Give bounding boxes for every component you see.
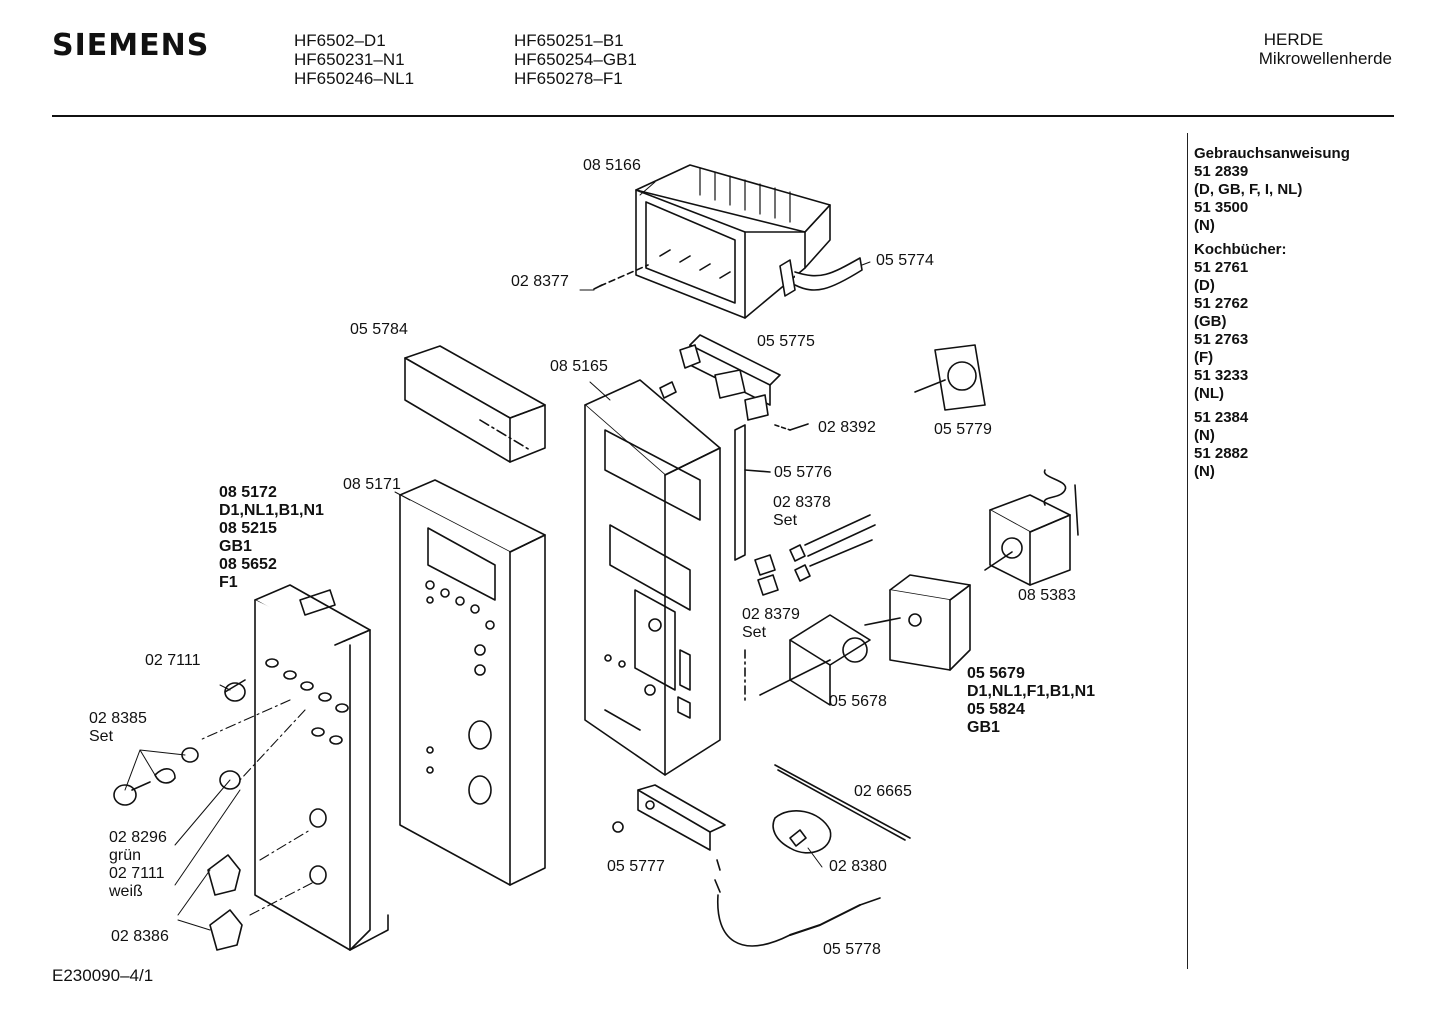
sidebar-line: (D): [1194, 277, 1215, 294]
sidebar-line: (F): [1194, 349, 1214, 366]
part-label: weiß: [109, 883, 143, 900]
part-label: GB1: [219, 538, 252, 555]
model-number: HF6502–D1: [294, 31, 386, 50]
model-number: HF650251–B1: [514, 31, 624, 50]
thermostat-part: [984, 469, 1079, 586]
part-label: F1: [219, 574, 238, 591]
part-label: Set: [742, 624, 767, 641]
sidebar-line: (N): [1194, 427, 1215, 444]
part-label: 08 5215: [219, 520, 277, 537]
model-number: HF650254–GB1: [514, 50, 637, 69]
part-label: 05 5784: [350, 321, 408, 338]
side-strip-part: [734, 424, 771, 561]
sidebar-line: (N): [1194, 463, 1215, 480]
header-divider: [52, 115, 1394, 117]
part-label: 08 5172: [219, 484, 277, 501]
part-label: 02 8380: [829, 858, 887, 875]
bottom-parts: [612, 764, 911, 947]
part-label-group: 02 8378 Set: [773, 494, 831, 530]
model-list-2: HF650251–B1 HF650254–GB1 HF650278–F1: [514, 31, 637, 88]
sidebar-divider: [1187, 133, 1188, 969]
sidebar-line: 51 2762: [1194, 295, 1249, 312]
leader-lines: [124, 181, 871, 931]
model-number: HF650278–F1: [514, 69, 623, 88]
part-label-group: 02 8296 grün 02 7111 weiß: [109, 829, 167, 901]
control-panel-part: [254, 584, 389, 951]
power-selector-part: [744, 614, 871, 706]
part-label: 05 5779: [934, 421, 992, 438]
sidebar-line: Gebrauchsanweisung: [1194, 145, 1350, 162]
part-label: 05 5678: [829, 693, 887, 710]
sidebar-line: 51 3500: [1194, 199, 1249, 216]
brand-logo: SIEMENS: [52, 28, 210, 63]
part-label: Set: [89, 728, 114, 745]
sidebar-line: (N): [1194, 217, 1215, 234]
part-label: 08 5171: [343, 476, 401, 493]
sidebar-line: (GB): [1194, 313, 1227, 330]
part-label: 02 8377: [511, 273, 569, 290]
part-label: 02 8379: [742, 606, 800, 623]
category: HERDE: [1263, 30, 1324, 49]
part-label-group: 02 8385 Set: [89, 710, 147, 746]
waveguide-cover-part: [404, 345, 546, 463]
sidebar-line: 51 2384: [1194, 409, 1249, 426]
part-label: 05 5775: [757, 333, 815, 350]
part-label-group: 02 8379 Set: [742, 606, 800, 642]
subcategory: Mikrowellenherde: [1258, 49, 1392, 68]
sidebar-line: 51 2763: [1194, 331, 1249, 348]
part-label: 08 5383: [1018, 587, 1076, 604]
timer-switch-part: [914, 344, 986, 411]
part-label: grün: [109, 847, 142, 864]
part-label: GB1: [967, 719, 1000, 736]
sidebar-line: 51 2839: [1194, 163, 1249, 180]
part-label: 05 5774: [876, 252, 934, 269]
part-label: 08 5652: [219, 556, 277, 573]
model-number: HF650246–NL1: [294, 69, 415, 88]
sidebar-line: (NL): [1194, 385, 1224, 402]
part-label: 02 8392: [818, 419, 876, 436]
part-label: 05 5776: [774, 464, 832, 481]
part-label: D1,NL1,F1,B1,N1: [967, 683, 1096, 700]
part-label: 02 8378: [773, 494, 831, 511]
part-label: 02 7111: [145, 652, 201, 669]
part-label: 05 5824: [967, 701, 1025, 718]
door-switch-bracket-part: [659, 334, 809, 431]
model-number: HF650231–N1: [294, 50, 405, 69]
part-label: 02 8296: [109, 829, 167, 846]
display-module-part: [593, 164, 863, 319]
part-label: 05 5778: [823, 941, 881, 958]
part-label: 02 7111: [109, 865, 165, 882]
selector-switch-part: [864, 574, 971, 671]
part-label-group: 05 5679 D1,NL1,F1,B1,N1 05 5824 GB1: [967, 665, 1095, 737]
model-list-1: HF6502–D1 HF650231–N1 HF650246–NL1: [294, 31, 414, 88]
part-label: D1,NL1,B1,N1: [219, 502, 324, 519]
sidebar-line: 51 2882: [1194, 445, 1249, 462]
sidebar-line: 51 2761: [1194, 259, 1249, 276]
documentation-sidebar: Gebrauchsanweisung 51 2839 (D, GB, F, I,…: [1194, 145, 1350, 481]
part-label-group: 08 5172 D1,NL1,B1,N1 08 5215 GB1 08 5652…: [219, 484, 324, 592]
category-block: HERDE Mikrowellenherde: [1259, 30, 1392, 68]
sidebar-line: 51 3233: [1194, 367, 1249, 384]
part-label: 05 5777: [607, 858, 665, 875]
part-label: 02 8385: [89, 710, 147, 727]
part-label: 02 6665: [854, 783, 912, 800]
front-panel-frame-part: [399, 479, 546, 886]
part-label: 08 5166: [583, 157, 641, 174]
part-label: 05 5679: [967, 665, 1025, 682]
part-label: 08 5165: [550, 358, 608, 375]
part-label: 02 8386: [111, 928, 169, 945]
connector-set-part: [754, 514, 876, 596]
sidebar-line: (D, GB, F, I, NL): [1194, 181, 1303, 198]
drawing-number: E230090–4/1: [52, 966, 154, 985]
sidebar-line: Kochbücher:: [1194, 241, 1287, 258]
control-chassis-part: [584, 379, 721, 776]
part-label: Set: [773, 512, 798, 529]
